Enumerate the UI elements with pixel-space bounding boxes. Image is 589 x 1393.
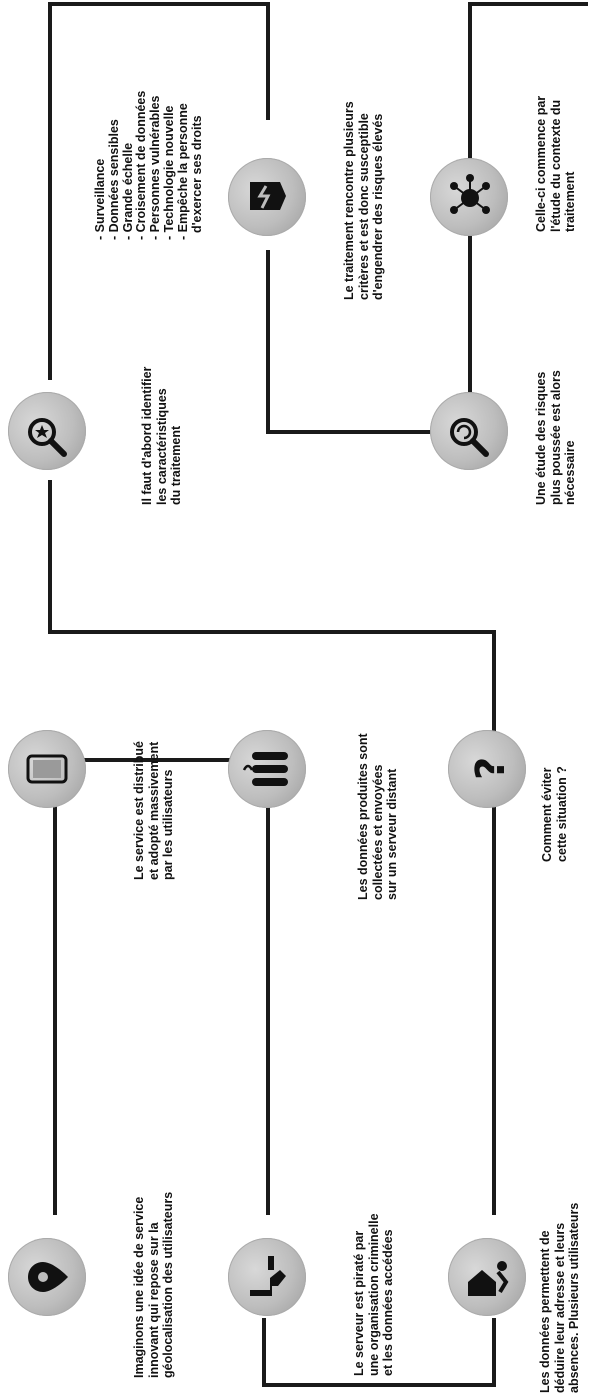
magnifier-refresh-icon <box>430 392 508 470</box>
criteria-item-1: - Surveillance <box>93 158 107 240</box>
server-icon <box>228 730 306 808</box>
step-5-text: Les données permettent de déduire leur a… <box>538 1203 582 1393</box>
criteria-item-3: - Grande échelle <box>120 142 135 240</box>
step-1-label: Imaginons une idée de service innovant q… <box>132 1192 176 1378</box>
criteria-item-6: - Technologie nouvelle <box>161 105 176 240</box>
step-1-line-3: géolocalisation des utilisateurs <box>161 1191 175 1378</box>
criteria-text: - Surveillance - Données sensibles - Gra… <box>93 90 204 240</box>
step-11-line-1: Celle-ci commence par <box>534 95 548 232</box>
step-5-line-3: absences. Plusieurs utilisateurs <box>567 1202 581 1393</box>
step-7-line-2: les caractéristiques <box>154 388 169 505</box>
step-4-line-3: et les données accédées <box>381 1229 395 1376</box>
network-nodes-icon <box>430 158 508 236</box>
criteria-item-2: - Données sensibles <box>106 119 121 240</box>
step-2-line-3: par les utilisateurs <box>161 769 175 880</box>
burglar-house-icon <box>448 1238 526 1316</box>
step-2-line-1: Le service est distribué <box>132 741 146 880</box>
step-10-line-2: plus poussée est alors <box>548 370 563 505</box>
step-3-text: Les données produites sont collectées et… <box>356 733 400 900</box>
svg-text:?: ? <box>468 757 514 780</box>
magnifier-star-icon <box>8 392 86 470</box>
step-6-text: Comment éviter cette situation ? <box>540 766 569 862</box>
step-11-label: Celle-ci commence par l'étude du context… <box>534 96 578 232</box>
shield-lightning-icon <box>228 158 306 236</box>
smartphone-icon <box>8 730 86 808</box>
step-11-text: Celle-ci commence par l'étude du context… <box>534 96 578 232</box>
connector-mid-right <box>48 480 496 1215</box>
step-5-line-1: Les données permettent de <box>538 1230 552 1393</box>
step-4-line-1: Le serveur est piraté par <box>352 1230 366 1376</box>
step-9-line-3: d'engendrer des risques élevés <box>371 113 385 300</box>
step-1-text: Imaginons une idée de service innovant q… <box>132 1192 176 1378</box>
step-10-label: Une étude des risques plus poussée est a… <box>534 370 578 505</box>
step-6-line-2: cette situation ? <box>554 766 569 862</box>
connector-top-left <box>48 2 270 380</box>
location-pin-icon <box>8 1238 86 1316</box>
step-10-text: Une étude des risques plus poussée est a… <box>534 370 578 505</box>
step-3-line-3: sur un serveur distant <box>385 768 399 900</box>
criteria-item-8: d'exercer ses droits <box>189 115 204 240</box>
criteria-item-7: - Empêche la personne <box>175 103 190 240</box>
step-9-text: Le traitement rencontre plusieurs critèr… <box>342 101 386 300</box>
step-11-line-2: l'étude du contexte du <box>548 99 563 232</box>
step-4-line-2: une organisation criminelle <box>366 1213 381 1376</box>
step-2-text: Le service est distribué et adopté massi… <box>132 741 176 880</box>
step-1-line-1: Imaginons une idée de service <box>132 1196 146 1378</box>
step-4-label: Le serveur est piraté par une organisati… <box>352 1213 396 1376</box>
step-2-line-2: et adopté massivement <box>146 741 161 880</box>
question-mark-icon: ? <box>448 730 526 808</box>
step-3-line-1: Les données produites sont <box>356 733 370 900</box>
step-7-line-3: du traitement <box>169 425 183 505</box>
connector-left-u <box>262 1318 496 1387</box>
step-7-text: Il faut d'abord identifier les caractéri… <box>140 367 184 505</box>
step-7-label: Il faut d'abord identifier les caractéri… <box>140 367 184 505</box>
step-10-line-1: Une étude des risques <box>534 371 548 505</box>
step-9-line-1: Le traitement rencontre plusieurs <box>342 101 356 300</box>
hacker-icon <box>228 1238 306 1316</box>
criteria-item-5: - Personnes vulnérables <box>148 95 163 240</box>
step-11-line-3: traitement <box>563 171 577 232</box>
step-2-label: Le service est distribué et adopté massi… <box>132 741 176 880</box>
step-5-label: Les données permettent de déduire leur a… <box>538 1203 582 1393</box>
step-10-line-3: nécessaire <box>563 440 577 505</box>
step-6-label: Comment éviter cette situation ? <box>540 766 569 862</box>
step-6-line-1: Comment éviter <box>540 767 554 862</box>
step-4-text: Le serveur est piraté par une organisati… <box>352 1213 396 1376</box>
criteria-item-4: - Croisement de données <box>134 90 149 240</box>
step-7-line-1: Il faut d'abord identifier <box>140 366 154 505</box>
step-3-label: Les données produites sont collectées et… <box>356 733 400 900</box>
step-9-label: Le traitement rencontre plusieurs critèr… <box>342 101 386 300</box>
step-5-line-2: déduire leur adresse et leurs <box>552 1222 567 1393</box>
step-3-line-2: collectées et envoyées <box>370 764 385 901</box>
step-1-line-2: innovant qui repose sur la <box>146 1222 161 1378</box>
step-9-line-2: critères et est donc susceptible <box>356 113 371 300</box>
criteria-list: - Surveillance - Données sensibles - Gra… <box>93 90 204 240</box>
